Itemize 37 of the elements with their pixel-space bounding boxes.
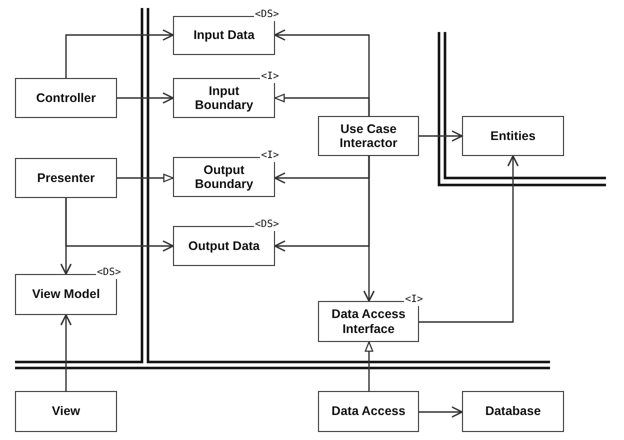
arrow	[419, 406, 463, 418]
class-name: Use Case Interactor	[338, 122, 398, 150]
stereotype-label: <DS>	[254, 9, 280, 21]
class-box	[318, 116, 419, 156]
class-box	[318, 391, 419, 432]
arrow	[363, 156, 375, 302]
class-name: Output Boundary	[194, 162, 254, 192]
class-box	[462, 391, 564, 432]
class-name: Data Access	[332, 404, 406, 419]
stereotype-label: <I>	[404, 294, 424, 306]
arrow	[419, 130, 463, 142]
class-name: Database	[485, 404, 541, 419]
class-name: Output Data	[188, 238, 260, 254]
class-name: Presenter	[37, 170, 95, 186]
class-box	[15, 78, 117, 118]
arrow	[274, 94, 370, 116]
arrow	[117, 174, 174, 182]
class-name: View Model	[32, 287, 100, 302]
class-name: View	[52, 404, 80, 419]
stereotype-label: <DS>	[96, 267, 122, 279]
class-box	[15, 158, 117, 198]
stereotype-label: <I>	[260, 150, 280, 162]
arrow	[60, 314, 72, 391]
class-name: Data Access Interface	[330, 307, 406, 336]
arrow	[60, 198, 72, 275]
class-box	[15, 391, 117, 432]
arrow	[117, 92, 174, 104]
arrow	[419, 155, 519, 323]
arrow	[65, 29, 174, 78]
class-box	[462, 116, 564, 156]
class-name: Input Boundary	[194, 84, 254, 112]
class-name: Entities	[490, 128, 536, 144]
class-name: Controller	[36, 90, 96, 106]
stereotype-label: <I>	[260, 71, 280, 83]
stereotype-label: <DS>	[254, 219, 280, 231]
arrow	[364, 341, 374, 391]
class-name: Input Data	[193, 28, 255, 43]
